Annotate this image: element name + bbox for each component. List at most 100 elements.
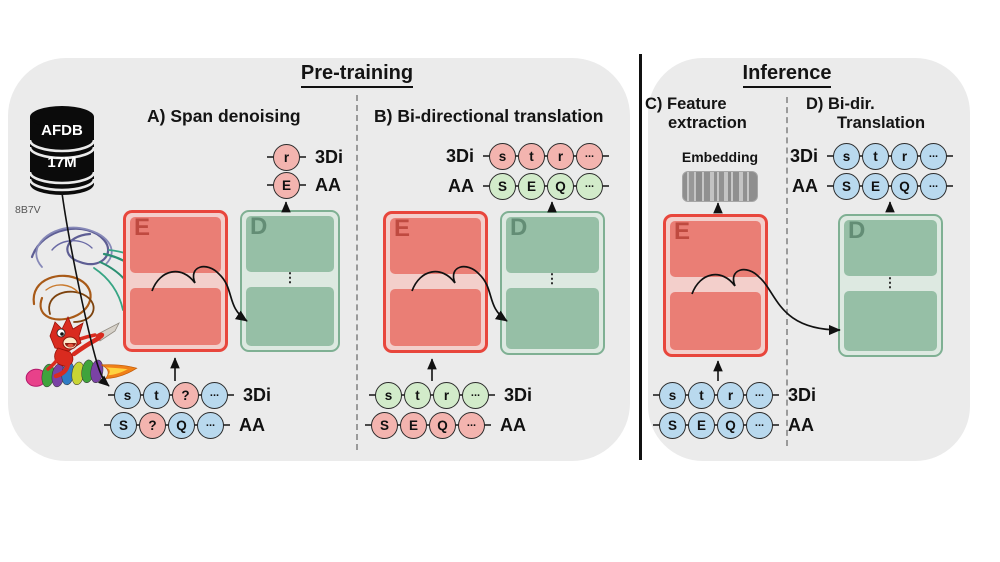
token-circle: s — [114, 381, 141, 409]
sequence-type-label: AA — [448, 175, 474, 196]
token-circle: t — [862, 142, 889, 170]
token-row: E AA — [267, 171, 341, 199]
embedding-barcode — [682, 171, 758, 202]
pretraining-title: Pre-training — [257, 62, 457, 88]
chain-link — [198, 394, 202, 396]
panel-d-heading-line2: Translation — [837, 114, 926, 132]
chain-stub — [223, 424, 230, 426]
inference-title: Inference — [687, 62, 887, 88]
chain-link — [743, 394, 747, 396]
token-circle: E — [400, 411, 427, 439]
chain-stub — [369, 394, 376, 396]
decoder-ellipsis-dots: ⋮ — [283, 270, 297, 285]
token-circle: S — [371, 411, 398, 439]
dashed-divider-a-b — [356, 95, 358, 450]
token-circle: r — [273, 143, 300, 171]
token-chain: S?Q... — [104, 411, 230, 439]
decoder-layer-block — [246, 216, 334, 272]
chain-link — [544, 155, 548, 157]
encoder-box-b: E — [383, 211, 488, 353]
chain-stub — [827, 155, 834, 157]
sequence-type-label: 3Di — [504, 384, 533, 405]
decoder-layer-block — [844, 291, 937, 351]
embedding-label: Embedding — [681, 149, 759, 165]
chain-link — [714, 424, 718, 426]
chain-stub — [772, 424, 779, 426]
decoder-layer-block — [844, 220, 937, 276]
chain-link — [140, 394, 144, 396]
sequence-type-label: 3Di — [788, 384, 817, 405]
token-chain: E — [267, 171, 306, 199]
chain-link — [165, 424, 169, 426]
chain-stub — [946, 155, 953, 157]
token-circle: r — [891, 142, 918, 170]
encoder-letter: E — [674, 218, 691, 245]
chain-stub — [299, 184, 306, 186]
afdb-database-icon: AFDB 17M — [28, 106, 96, 195]
chain-stub — [827, 185, 834, 187]
chain-link — [888, 185, 892, 187]
chain-stub — [488, 394, 495, 396]
token-circle: ... — [920, 142, 947, 170]
chain-stub — [946, 185, 953, 187]
database-name-text: AFDB — [41, 122, 83, 139]
chain-link — [136, 424, 140, 426]
chain-link — [859, 185, 863, 187]
encoder-letter: E — [394, 215, 411, 242]
token-circle: ... — [201, 381, 228, 409]
decoder-box-a: D — [240, 210, 340, 352]
token-circle: S — [659, 411, 686, 439]
token-circle: ? — [172, 381, 199, 409]
chain-stub — [299, 156, 306, 158]
encoder-layer-block — [130, 217, 221, 273]
token-circle: ... — [746, 381, 773, 409]
token-circle: Q — [717, 411, 744, 439]
panel-d-heading: D) Bi-dir. Translation — [806, 95, 925, 133]
token-circle: ... — [458, 411, 485, 439]
token-row: r 3Di — [267, 143, 343, 171]
chain-stub — [483, 185, 490, 187]
decoder-ellipsis-dots: ⋮ — [883, 275, 897, 290]
token-circle: ... — [197, 411, 224, 439]
sequence-type-label: 3Di — [315, 146, 344, 167]
panel-c-heading-line1: C) Feature — [645, 95, 727, 113]
token-circle: S — [489, 172, 516, 200]
decoder-layer-block — [506, 217, 599, 273]
chain-link — [714, 394, 718, 396]
encoder-layer-block — [390, 218, 481, 274]
token-circle: ... — [462, 381, 489, 409]
encoder-layer-block — [130, 288, 221, 345]
token-circle: s — [489, 142, 516, 170]
chain-link — [859, 155, 863, 157]
decoder-layer-block — [246, 287, 334, 346]
decoder-letter: D — [510, 214, 528, 241]
chain-stub — [772, 394, 779, 396]
encoder-letter: E — [134, 214, 151, 241]
chain-link — [430, 394, 434, 396]
chain-stub — [267, 156, 274, 158]
decoder-box-d: D — [838, 214, 943, 357]
chain-stub — [653, 424, 660, 426]
encoder-layer-block — [670, 292, 761, 350]
sequence-type-label: AA — [788, 414, 814, 435]
token-circle: ... — [576, 142, 603, 170]
encoder-box-a: E — [123, 210, 228, 352]
sequence-type-label: AA — [315, 174, 341, 195]
sequence-type-label: AA — [792, 175, 818, 196]
chain-link — [426, 424, 430, 426]
sequence-type-label: 3Di — [243, 384, 272, 405]
token-row: S?Q...AA — [104, 411, 265, 439]
chain-link — [917, 155, 921, 157]
sequence-type-label: 3Di — [445, 145, 474, 166]
